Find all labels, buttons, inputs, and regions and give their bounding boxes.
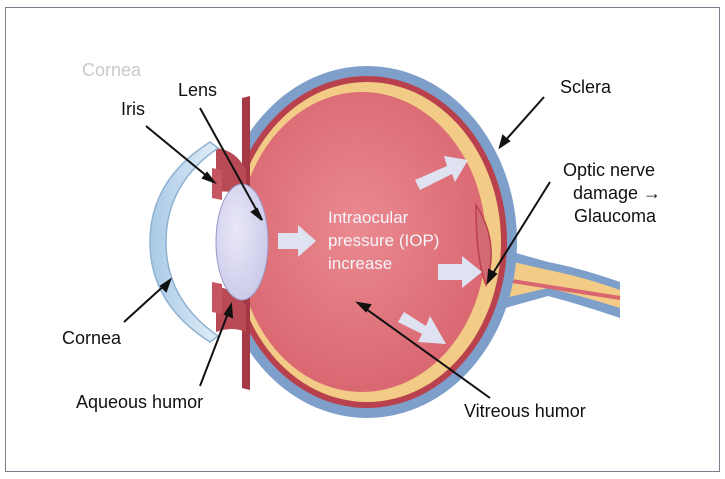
- sclera-label: Sclera: [560, 77, 612, 97]
- iris: [212, 168, 222, 200]
- iris-lower: [212, 282, 222, 314]
- cornea-faint-label: Cornea: [82, 60, 142, 80]
- lens-label: Lens: [178, 80, 217, 100]
- iop-label-line3: increase: [328, 254, 392, 273]
- aqueous-label: Aqueous humor: [76, 392, 203, 412]
- iop-label-line2: pressure (IOP): [328, 231, 439, 250]
- optic-label-line2: damage →: [573, 183, 661, 203]
- iop-label-line1: Intraocular: [328, 208, 409, 227]
- lens: [216, 184, 268, 300]
- iris-label: Iris: [121, 99, 145, 119]
- cornea-label: Cornea: [62, 328, 122, 348]
- optic-label-line1: Optic nerve: [563, 160, 655, 180]
- optic-label-line3: Glaucoma: [574, 206, 657, 226]
- vitreous-label: Vitreous humor: [464, 401, 586, 421]
